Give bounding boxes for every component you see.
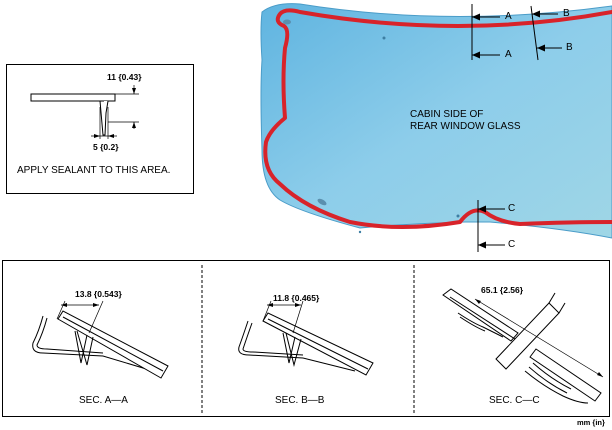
width-dimension: 5 {0.2} [93,142,119,152]
marker-a-top: A [505,11,512,22]
marker-b-top: B [563,8,570,19]
section-c-dimension: 65.1 {2.56} [481,285,524,295]
marker-c-bottom: C [508,239,516,250]
sections-panel: 13.8 {0.543} 11.8 {0.465} 65.1 {2.56} SE… [2,260,610,417]
unit-note: mm {in} [577,418,605,427]
cabin-label-line1: CABIN SIDE OF [410,109,484,120]
sealant-note: APPLY SEALANT TO THIS AREA. [17,165,171,176]
sealant-profile-drawing [30,85,139,139]
section-b-dimension: 11.8 {0.465} [273,293,320,303]
arrow-a-top [472,13,500,21]
arrow-b-bottom [537,44,562,52]
section-c-caption: SEC. C—C [489,395,540,406]
section-c-drawing [442,288,604,404]
arrow-a-bottom [472,51,500,59]
glass-fastener [317,198,327,206]
marker-a-bottom: A [505,49,512,60]
section-b-caption: SEC. B—B [275,395,325,406]
glass-pane [260,3,612,239]
rear-window-glass-diagram [260,3,612,252]
arrow-c-bottom [478,241,505,249]
clip-dot [358,230,362,234]
marker-c-top: C [508,203,516,214]
height-dimension: 11 {0.43} [107,72,142,82]
arrow-b-top [532,10,558,18]
clip-dot [382,36,386,40]
sections-drawing [32,265,604,414]
clip-dot [456,214,460,218]
glass-fastener [283,19,291,25]
marker-b-bottom: B [566,42,573,53]
section-a-dimension: 13.8 {0.543} [75,289,122,299]
section-a-caption: SEC. A—A [79,395,128,406]
section-a-drawing [32,300,169,379]
cabin-label-line2: REAR WINDOW GLASS [410,121,521,132]
arrow-c-top [478,205,505,213]
section-b-drawing [238,300,374,376]
sealant-detail-box: 11 {0.43} 5 {0.2} APPLY SEALANT TO THIS … [6,64,194,194]
cut-line-b [530,5,539,61]
